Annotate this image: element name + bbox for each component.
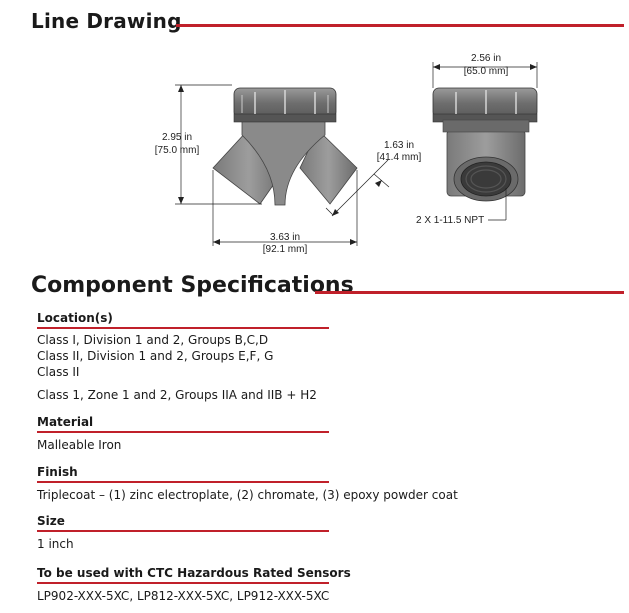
material-value: Malleable Iron [37, 437, 122, 452]
spec-heading-finish: Finish [37, 465, 78, 479]
height-mm-label: [75.0 mm] [155, 145, 200, 156]
size-value: 1 inch [37, 536, 74, 551]
arm-dimension [325, 159, 390, 217]
title-underline [315, 291, 624, 294]
spec-material: Material Malleable Iron [37, 415, 329, 453]
line-drawing-title: Line Drawing [31, 9, 182, 33]
line-drawing: 2.95 in [75.0 mm] 3.63 in [92.1 mm] 1.63… [155, 53, 538, 255]
thread-note: 2 X 1-11.5 NPT [416, 215, 484, 226]
spec-heading-size: Size [37, 514, 65, 528]
side-width-in-label: 2.56 in [471, 53, 501, 64]
spec-divider [37, 431, 329, 433]
arm-in-label: 1.63 in [384, 140, 414, 151]
spec-location: Location(s) Class I, Division 1 and 2, G… [37, 311, 329, 403]
spec-heading-location: Location(s) [37, 311, 113, 325]
spec-divider [37, 530, 329, 532]
side-width-mm-label: [65.0 mm] [464, 66, 509, 77]
spec-heading-material: Material [37, 415, 94, 429]
component-specs-title: Component Specifications [31, 273, 354, 298]
arm-mm-label: [41.4 mm] [377, 152, 422, 163]
width-mm-label: [92.1 mm] [263, 244, 308, 255]
location-line: Class II [37, 364, 80, 379]
spec-divider [37, 582, 329, 584]
location-line: Class I, Division 1 and 2, Groups B,C,D [37, 332, 269, 347]
spec-finish: Finish Triplecoat – (1) zinc electroplat… [37, 465, 458, 503]
spec-divider [37, 481, 329, 483]
side-width-dimension [432, 62, 538, 88]
sensors-value: LP902-XXX-5XC, LP812-XXX-5XC, LP912-XXX-… [37, 588, 330, 603]
front-view [212, 87, 358, 206]
title-underline [176, 24, 624, 27]
width-dimension [212, 170, 358, 246]
height-in-label: 2.95 in [162, 132, 192, 143]
spec-divider [37, 327, 329, 329]
spec-size: Size 1 inch [37, 514, 329, 552]
width-in-label: 3.63 in [270, 232, 300, 243]
location-line: Class II, Division 1 and 2, Groups E,F, … [37, 348, 274, 363]
spec-heading-sensors: To be used with CTC Hazardous Rated Sens… [37, 566, 351, 580]
side-view [432, 87, 538, 202]
location-line: Class 1, Zone 1 and 2, Groups IIA and II… [37, 387, 317, 402]
spec-sensors: To be used with CTC Hazardous Rated Sens… [37, 566, 351, 604]
finish-value: Triplecoat – (1) zinc electroplate, (2) … [37, 487, 458, 502]
height-dimension [175, 84, 262, 205]
